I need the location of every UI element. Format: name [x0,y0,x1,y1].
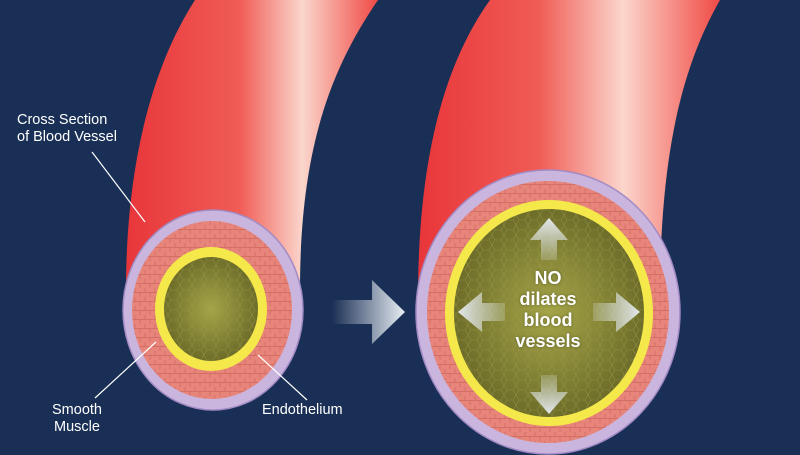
dilated-blood-vessel [415,0,720,455]
up-arrow-icon [530,218,568,260]
right-arrow-icon [593,292,640,332]
dilation-caption-line2: dilates [519,289,577,309]
dilation-caption: NO dilates blood vessels [488,268,608,352]
endothelium-leader [257,354,308,401]
endothelium-label: Endothelium [262,402,343,418]
smooth-muscle-leader [94,341,157,399]
smooth-muscle-label-line2: Muscle [54,419,100,435]
normal-blood-vessel [122,0,378,411]
smooth-muscle-label-line1: Smooth [52,402,102,418]
dilation-caption-line3: blood [523,310,573,330]
dilation-arrows [458,218,640,414]
down-arrow-icon [530,375,568,414]
smooth-muscle-label: Smooth Muscle [52,402,102,436]
left-arrow-icon [458,292,505,332]
cross-section-label-line1: Cross Section [17,112,108,128]
cross-section-leader [91,151,146,223]
right-arrow-icon [332,280,405,344]
dilation-caption-line4: vessels [515,331,581,351]
cross-section-label: Cross Section of Blood Vessel [17,112,117,146]
dilation-caption-line1: NO [534,268,562,288]
cross-section-label-line2: of Blood Vessel [17,129,117,145]
